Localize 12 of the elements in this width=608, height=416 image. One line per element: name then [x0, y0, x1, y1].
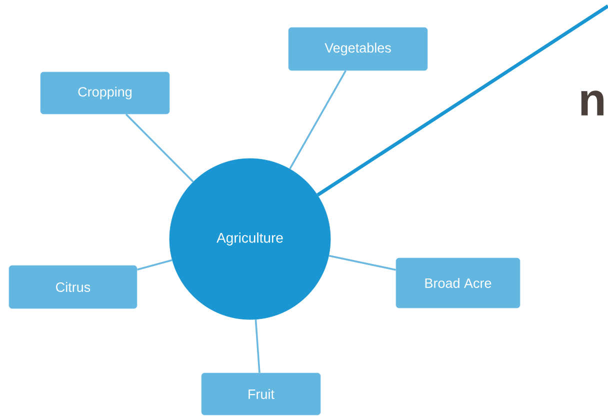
topic-box: Vegetables — [288, 27, 428, 71]
topic-box: Broad Acre — [396, 258, 520, 308]
connector-line — [316, 4, 608, 196]
topic-box: Cropping — [40, 72, 170, 114]
connector-line — [328, 254, 396, 271]
connector-line — [136, 259, 172, 270]
connector-line — [125, 114, 194, 182]
heading-fragment: n — [581, 90, 604, 116]
connector-line — [254, 319, 260, 373]
topic-box: Fruit — [201, 372, 321, 416]
topic-box: Citrus — [8, 265, 138, 309]
connector-line — [289, 70, 346, 170]
